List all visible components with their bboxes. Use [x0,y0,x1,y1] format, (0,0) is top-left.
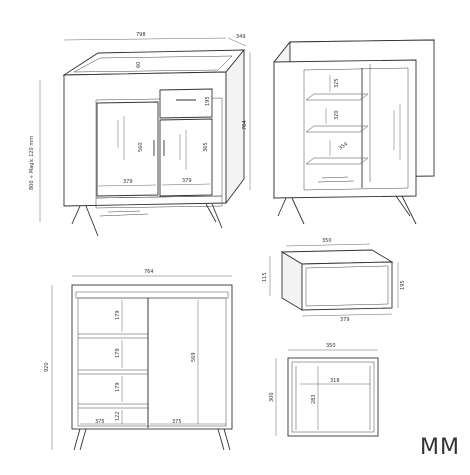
elevation-leg [73,428,81,451]
open-cabinet-front [273,59,417,199]
view-perspective-open: 325 320 354 [273,39,436,225]
dim-open-shelf-3: 354 [338,141,349,151]
drawer-box-front [301,261,393,311]
drawer-front [159,88,213,119]
dim-door-left: 560 [138,142,144,152]
dim-width: 798 [136,32,146,38]
cabinet-side [225,48,245,205]
leg [71,205,81,225]
dim-section-inner-height: 283 [311,394,317,404]
dim-elev-width: 764 [144,269,154,275]
elevation-body [71,284,233,430]
section-body [287,357,379,437]
dim-elev-shelf-1: 179 [115,310,121,320]
dim-elev-shelf-2: 179 [115,348,121,358]
dim-elev-base-left: 375 [95,419,105,425]
dim-drawer-front-height: 115 [262,272,268,282]
dim-top-inner: 60 [136,62,142,68]
dim-drawer-front-width: 379 [340,317,350,323]
cabinet-top [62,49,245,76]
dim-elev-bottom: 122 [115,411,121,421]
dim-section-inner: 318 [330,378,340,384]
dim-drawer: 195 [205,96,211,106]
view-front-elevation: 764 920 179 179 179 122 569 375 375 [44,269,233,451]
dim-open-shelf-2: 320 [334,110,340,120]
dim-shelf-right: 379 [182,178,192,184]
dim-elev-base-right: 375 [172,419,182,425]
dim-open-shelf-1: 325 [334,78,340,88]
open-leg [277,197,287,217]
dim-section-height: 300 [269,392,275,402]
dim-shelf-left: 379 [123,179,133,185]
left-door [96,101,159,197]
view-drawer-detail: 350 115 195 379 [262,238,406,323]
brand-logo: MM [420,435,460,460]
dim-height-range: 800 ÷ Magic 120 mm [29,136,35,190]
dim-elev-height: 920 [44,362,50,372]
dim-elev-right-open: 569 [191,352,197,362]
dim-section-depth: 350 [326,343,336,349]
view-perspective-front: 798 349 784 800 ÷ Magic 120 mm 60 195 56… [29,32,251,237]
view-side-section: 350 318 300 283 [269,343,379,437]
dim-drawer-side-height: 195 [400,280,406,290]
dim-height: 784 [242,120,248,130]
dim-drawer-width: 350 [322,238,332,244]
dim-depth: 349 [236,34,246,40]
dim-door-right: 365 [203,142,209,152]
dim-elev-shelf-3: 179 [115,382,121,392]
